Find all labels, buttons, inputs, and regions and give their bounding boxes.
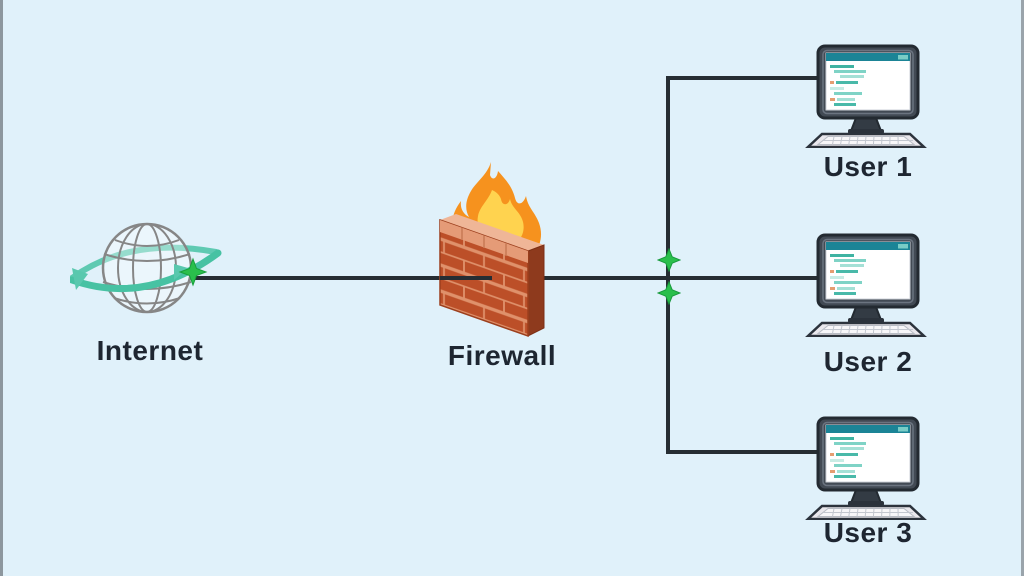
right-edge-border <box>1021 0 1024 576</box>
orbit-arrowhead <box>72 268 88 290</box>
desktop-computer-icon <box>798 44 934 148</box>
globe-orbit-icon <box>70 222 222 314</box>
desktop-computer-icon <box>798 416 934 520</box>
user3-label: User 3 <box>823 517 913 548</box>
left-edge-border <box>0 0 3 576</box>
user1-label: User 1 <box>823 151 913 182</box>
line-through-firewall <box>440 276 492 280</box>
branch-line-user1 <box>666 76 822 80</box>
junction-star-icon <box>657 281 681 305</box>
desktop-computer-icon <box>798 233 934 337</box>
junction-star-icon <box>657 248 681 272</box>
branch-line-user3 <box>666 450 822 454</box>
firewall-label: Firewall <box>447 340 557 371</box>
connection-star-icon <box>178 257 208 287</box>
internet-label: Internet <box>96 335 204 366</box>
user2-label: User 2 <box>823 346 913 377</box>
brick-wall-flame-icon <box>439 162 545 338</box>
